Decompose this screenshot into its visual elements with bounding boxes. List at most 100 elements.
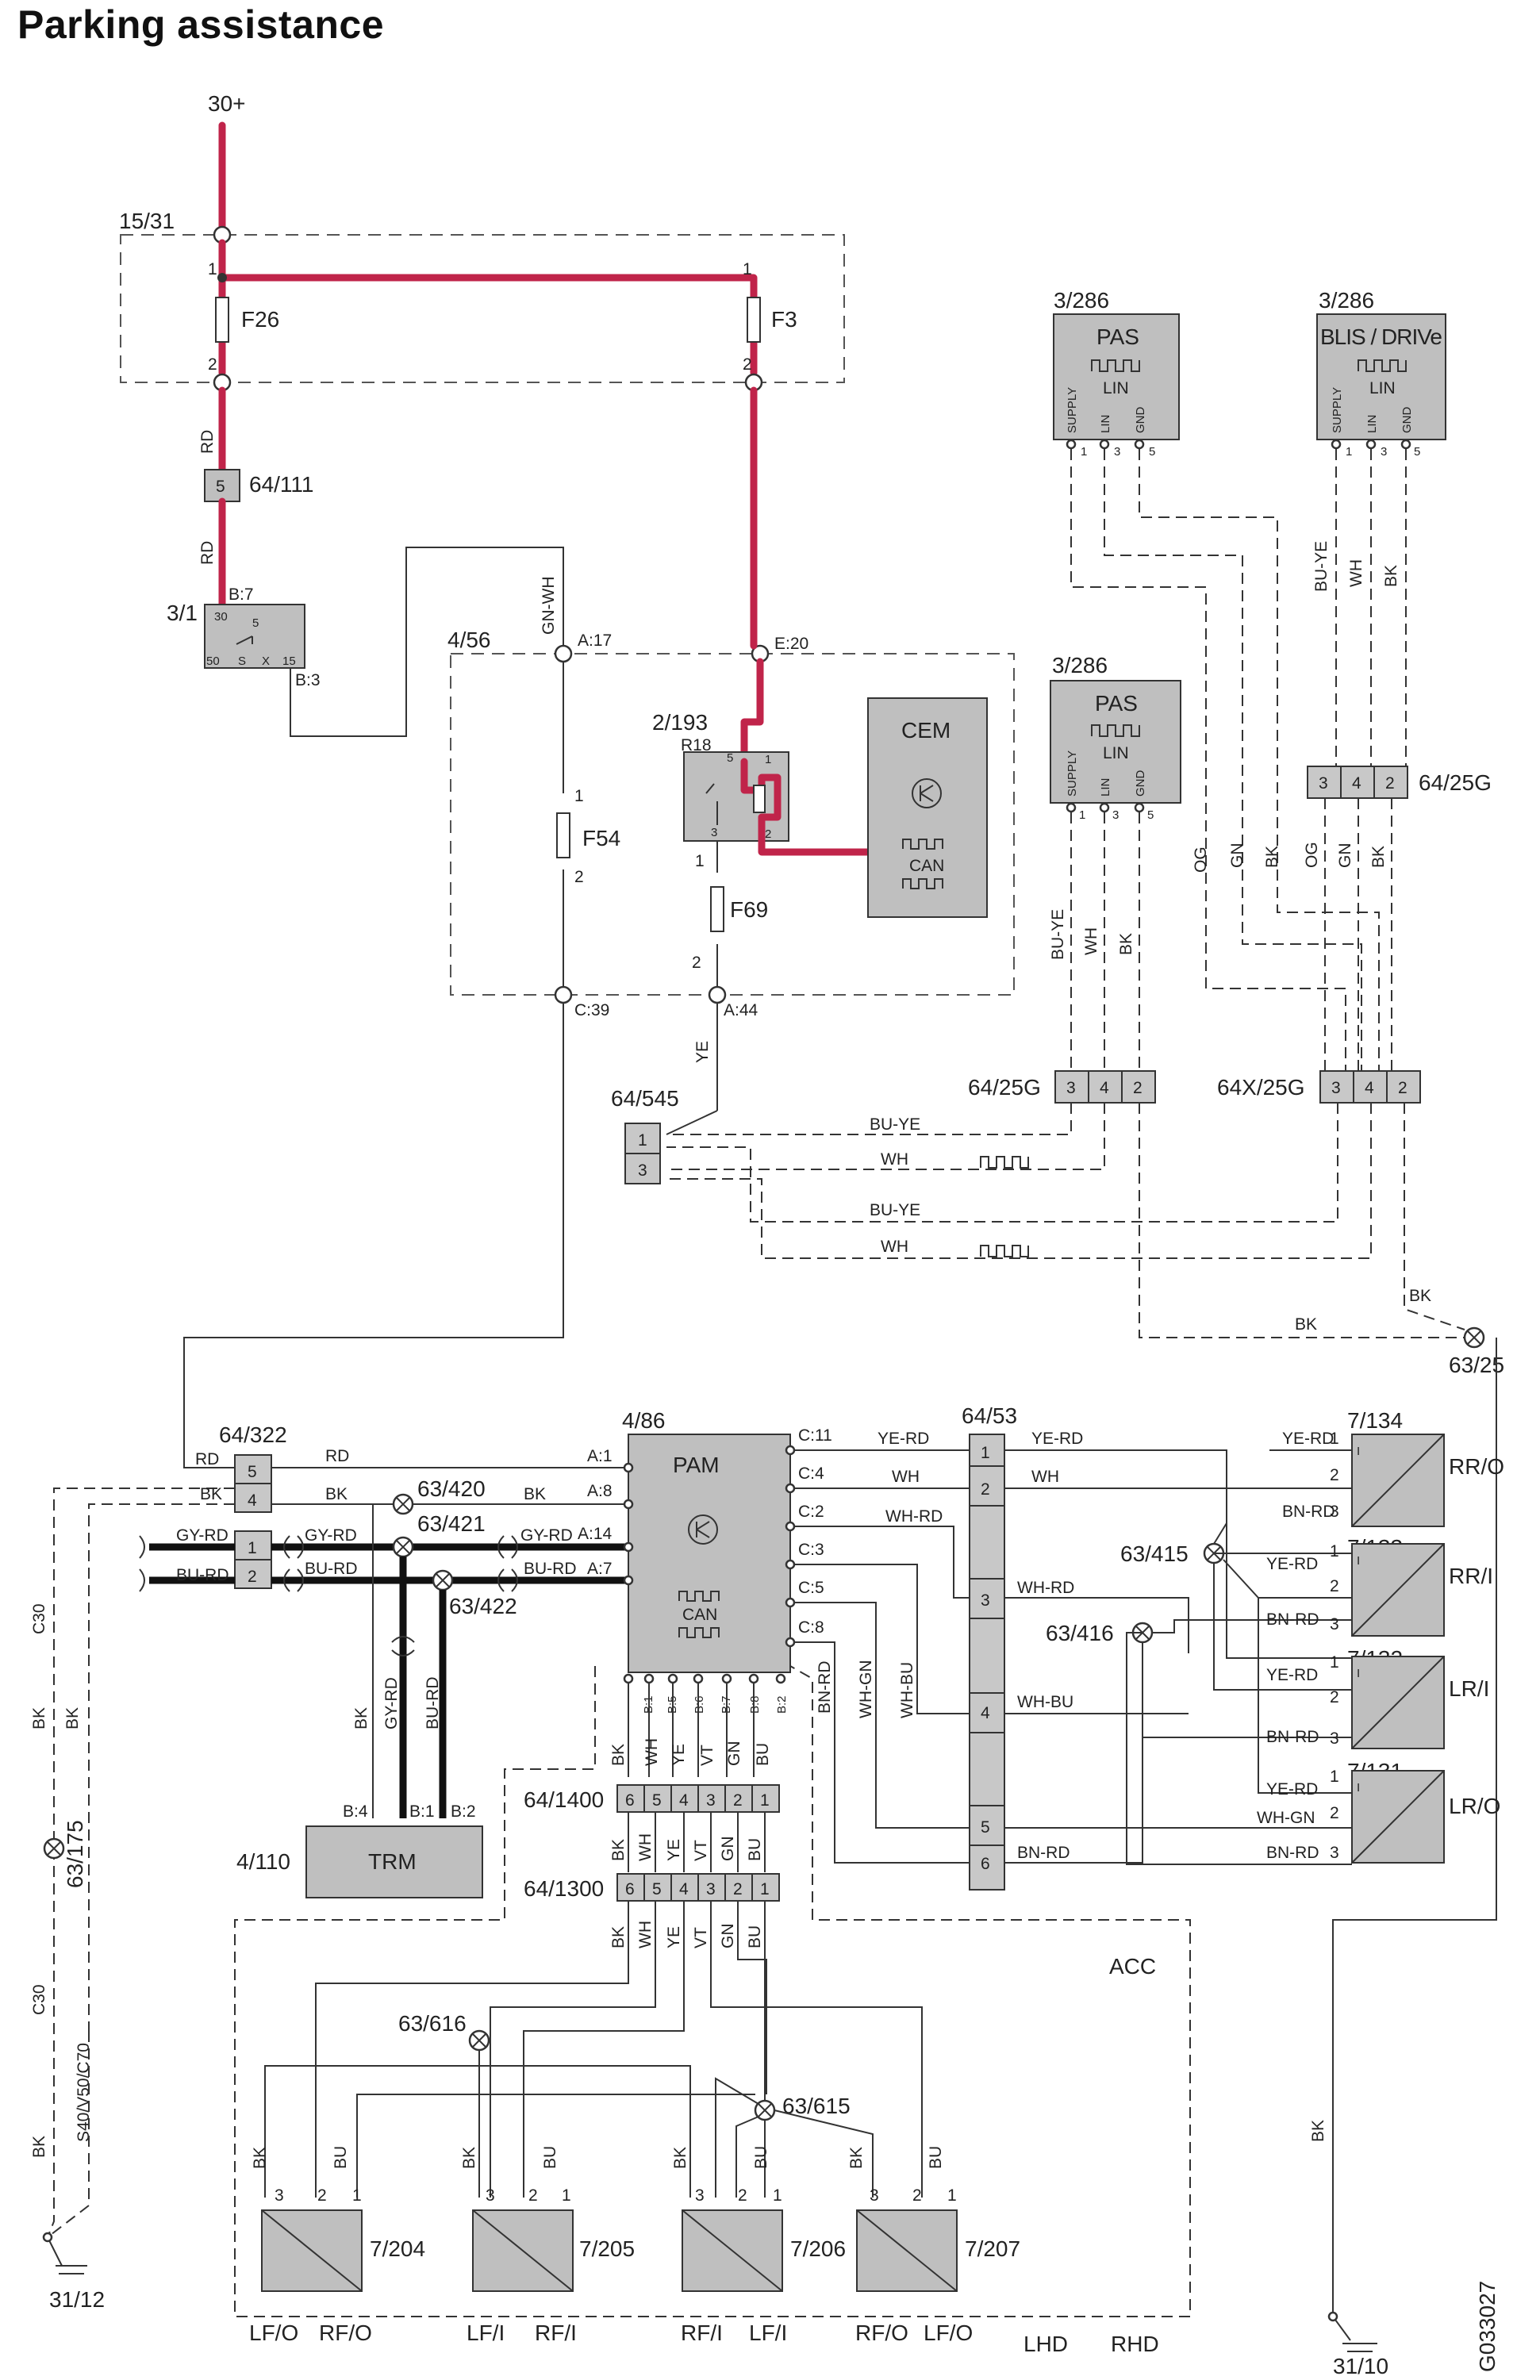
- fuse-f69-label: F69: [730, 897, 768, 922]
- wire-label: GN: [719, 1837, 737, 1862]
- wire-label: I: [1357, 1667, 1360, 1680]
- wire-label: BLIS / DRIVe: [1320, 324, 1442, 349]
- svg-text:1: 1: [1330, 1768, 1339, 1786]
- wire-label: GY-RD: [520, 1526, 573, 1545]
- wire-label: S40/V50/C70: [75, 2043, 93, 2142]
- wire-label: 2: [1398, 1079, 1408, 1097]
- wire-label: 6: [981, 1855, 990, 1873]
- wire-label: 1: [760, 1880, 770, 1898]
- pas-module-1: [1053, 313, 1180, 440]
- acc-label: ACC: [1109, 1954, 1156, 1979]
- wire-label: SUPPLY: [1066, 387, 1079, 433]
- wire-label: S: [238, 654, 246, 668]
- ignition-box-label: 15/31: [119, 209, 175, 233]
- cem-label: CEM: [901, 718, 950, 743]
- wire-label: BU: [332, 2146, 350, 2169]
- sensor-7-204-ref: 7/204: [370, 2236, 425, 2261]
- connector-64-25g-b: 64/25G: [1419, 770, 1492, 795]
- connector-64-322: 64/322: [219, 1422, 287, 1447]
- ground-31-12: 31/12: [49, 2287, 105, 2312]
- wire-label: BU-YE: [1312, 541, 1331, 592]
- wire-label: GY-RD: [176, 1526, 229, 1545]
- wire-label: 1: [638, 1131, 647, 1150]
- wire-label: 5: [652, 1880, 662, 1898]
- wire-label: 3: [1114, 445, 1120, 459]
- wire-label: 5: [1414, 445, 1420, 459]
- ground-31-10: 31/10: [1333, 2354, 1388, 2378]
- sensor-rr-o: YE-RD BN-RD 123 7/134 I RR/O: [1282, 1408, 1504, 1527]
- wire-label: 1: [1079, 808, 1085, 822]
- svg-text:1: 1: [562, 2186, 571, 2205]
- wire-label: BK: [1117, 933, 1135, 955]
- sensor-7-205-lhd: LF/I: [467, 2320, 505, 2345]
- wire-label: BK: [30, 1707, 48, 1729]
- wire-label: VT: [692, 1927, 710, 1948]
- wire-label: WH-BU: [1017, 1693, 1073, 1711]
- f26-pin1: 1: [208, 260, 217, 278]
- wire-label: C:3: [798, 1541, 824, 1559]
- fuse-f69: [710, 886, 724, 932]
- drawing-id: G033027: [1475, 2281, 1500, 2372]
- wire-label: 2: [981, 1480, 990, 1499]
- wire-label: BN-RD: [1017, 1844, 1070, 1862]
- wire-label: BK: [460, 2147, 478, 2169]
- wire-label: SUPPLY: [1331, 387, 1344, 433]
- pam-module: [628, 1434, 791, 1673]
- wire-label: LIN: [1103, 379, 1129, 397]
- svg-text:2: 2: [1330, 1577, 1339, 1595]
- wire-label: 2: [733, 1791, 743, 1810]
- splice-63-420: 63/420: [417, 1476, 486, 1501]
- fuse-f54: [556, 812, 570, 858]
- svg-text:3: 3: [695, 2186, 705, 2205]
- wire-label: YE-RD: [878, 1430, 929, 1448]
- wire-label: YE-RD: [1266, 1555, 1318, 1573]
- wire-label: YE: [670, 1744, 688, 1766]
- pam-label: PAM: [673, 1453, 720, 1477]
- svg-text:1: 1: [765, 753, 771, 766]
- wire-label: BK: [200, 1485, 222, 1503]
- wire-label: RD: [195, 1450, 219, 1468]
- wire-label: CAN: [909, 857, 944, 875]
- wire-label: 5: [1149, 445, 1155, 459]
- ground-63-25: 63/25: [1449, 1353, 1504, 1377]
- wire-label: C:39: [574, 1001, 609, 1019]
- wire-label: GND: [1400, 407, 1414, 434]
- relay-label: 2/193: [652, 710, 708, 735]
- svg-text:2: 2: [765, 827, 771, 841]
- wire-label: YE: [665, 1839, 683, 1861]
- connector-64-111: [204, 469, 240, 502]
- wire-label: 30: [214, 610, 228, 624]
- wire-label: BK: [609, 1926, 628, 1948]
- wire-label: BU: [746, 1925, 764, 1948]
- connector-64-25g-a: 64/25G: [968, 1075, 1041, 1100]
- connector-64x-25g: 64X/25G: [1217, 1075, 1305, 1100]
- wire-label: BU-YE: [1049, 909, 1067, 960]
- wire-label: 1: [574, 787, 584, 805]
- wire-label: BK: [1369, 846, 1388, 868]
- wire-label: WH: [1347, 559, 1365, 587]
- wire-label: C:8: [798, 1618, 824, 1637]
- wire-label: YE-RD: [1266, 1666, 1318, 1684]
- wire-label: CAN: [682, 1606, 717, 1624]
- wire-label: 3: [638, 1161, 647, 1180]
- splice-63-616: 63/616: [398, 2011, 467, 2036]
- wire-label: BK: [1309, 2120, 1327, 2142]
- relay-r18: [683, 751, 789, 842]
- wire-label: A:7: [587, 1560, 613, 1578]
- wire-label: WH-GN: [857, 1660, 875, 1718]
- svg-text:1: 1: [1330, 1542, 1339, 1560]
- wire-label: PAS: [1096, 324, 1139, 349]
- fuse-f3-label: F3: [771, 307, 797, 332]
- pas-module-2: [1050, 680, 1181, 804]
- wire-label: C:11: [798, 1426, 832, 1445]
- wire-label: A:17: [578, 631, 612, 650]
- connector-64-1400: 64/1400: [524, 1787, 604, 1812]
- sensor-7-206-ref: 7/206: [790, 2236, 846, 2261]
- rhd-label: RHD: [1111, 2332, 1159, 2356]
- sensor-7-206-rhd: LF/I: [749, 2320, 787, 2345]
- wire-label: 5: [1147, 808, 1154, 822]
- wire-label: GY-RD: [382, 1677, 401, 1729]
- f26-pin2: 2: [208, 355, 217, 374]
